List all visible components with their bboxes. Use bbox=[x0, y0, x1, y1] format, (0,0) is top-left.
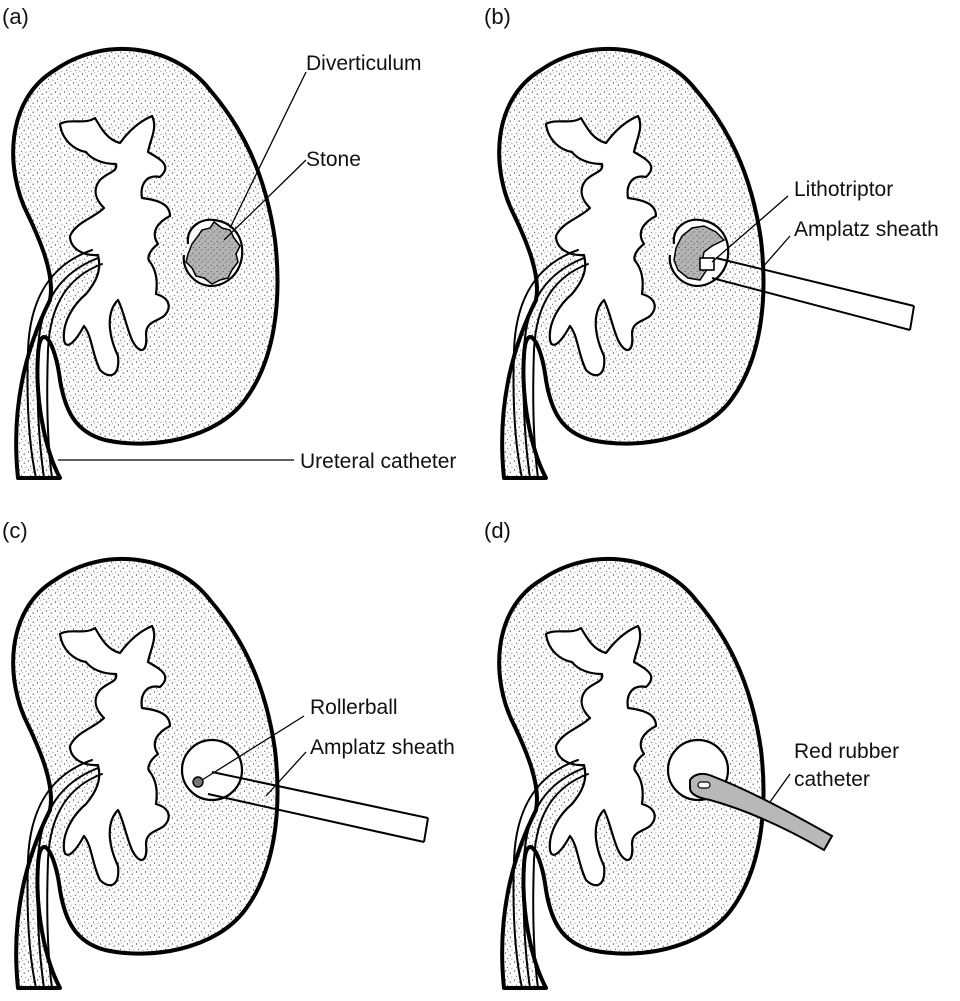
diverticulum bbox=[182, 218, 244, 288]
callout-ureteral-catheter: Ureteral catheter bbox=[300, 450, 456, 473]
amplatz-sheath-c bbox=[207, 771, 429, 843]
catheter-eyelet bbox=[697, 781, 711, 789]
stone-fragmenting bbox=[673, 225, 726, 281]
amplatz-sheath bbox=[711, 257, 915, 331]
callout-red-rubber: Red rubber bbox=[794, 740, 899, 763]
callout-amplatz-sheath-c: Amplatz sheath bbox=[310, 736, 455, 759]
callout-stone: Stone bbox=[306, 148, 361, 171]
empty-diverticulum-c bbox=[180, 738, 244, 802]
callout-lithotriptor: Lithotriptor bbox=[794, 178, 893, 201]
callout-rollerball: Rollerball bbox=[310, 696, 398, 719]
panel-d: (d) Red rubber catheter bbox=[484, 518, 899, 990]
panel-label-a: (a) bbox=[2, 4, 29, 29]
callout-catheter: catheter bbox=[794, 768, 870, 791]
panel-c: (c) Rollerball Amplatz sheath bbox=[2, 518, 455, 990]
lithotriptor-tip bbox=[699, 257, 715, 271]
red-rubber-catheter bbox=[689, 772, 834, 852]
panel-label-b: (b) bbox=[484, 4, 511, 29]
panel-b: (b) Lithotriptor Amplatz sheath bbox=[484, 4, 939, 481]
rollerball bbox=[192, 776, 204, 788]
panel-a: (a) Diverticulum Stone Ureteral catheter bbox=[2, 4, 456, 481]
callout-amplatz-sheath-b: Amplatz sheath bbox=[794, 218, 939, 241]
panel-label-c: (c) bbox=[2, 518, 28, 543]
callout-diverticulum: Diverticulum bbox=[306, 52, 422, 75]
panel-label-d: (d) bbox=[484, 518, 511, 543]
